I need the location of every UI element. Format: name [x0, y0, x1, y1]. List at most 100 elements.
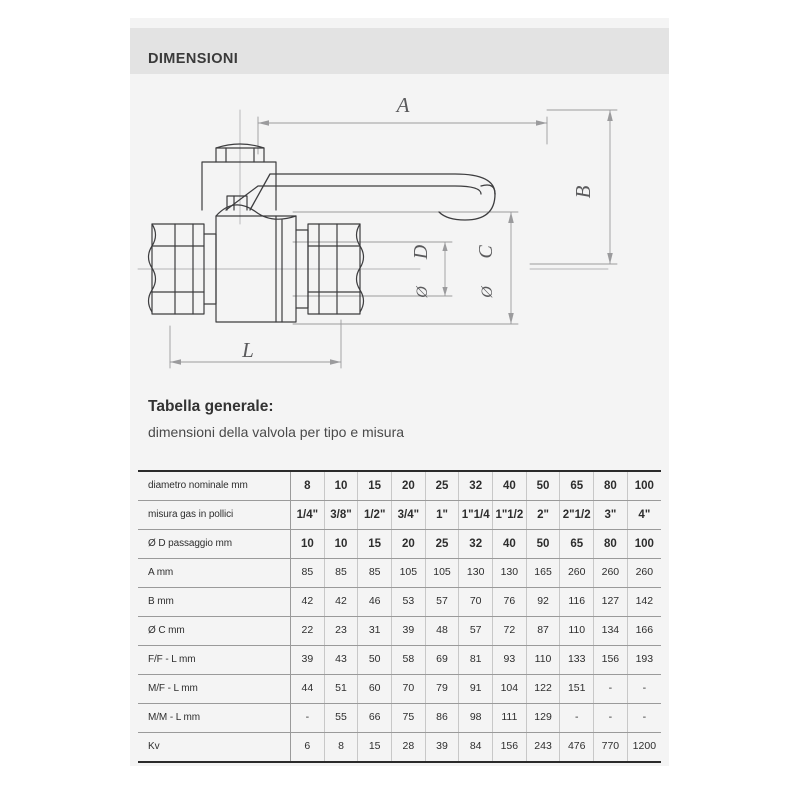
table-cell: 50 — [526, 470, 561, 501]
table-cell: 111 — [492, 703, 527, 733]
table-cell: 46 — [357, 587, 393, 617]
table-cell: - — [559, 703, 595, 733]
table-cell: 133 — [559, 645, 595, 675]
table-cell: 39 — [391, 616, 426, 646]
table-cell: 476 — [559, 732, 595, 763]
table-cell: 770 — [593, 732, 628, 763]
table-cell: 72 — [492, 616, 527, 646]
table-cell: 122 — [526, 674, 561, 704]
table-cell: 85 — [324, 558, 359, 588]
table-cell: 1"1/4 — [458, 500, 494, 530]
table-cell: 43 — [324, 645, 359, 675]
table-cell: 10 — [324, 470, 359, 501]
table-cell: 39 — [290, 645, 325, 675]
dimension-b-arrow-top — [607, 110, 613, 121]
dimension-label-b: B — [571, 185, 595, 198]
table-cell: 8 — [290, 470, 325, 501]
table-cell: 8 — [324, 732, 359, 763]
table-cell: 65 — [559, 529, 595, 559]
table-cell: 25 — [425, 529, 460, 559]
table-cell: 116 — [559, 587, 595, 617]
table-cell: 55 — [324, 703, 359, 733]
table-cell: 165 — [526, 558, 561, 588]
table-cell: 58 — [391, 645, 426, 675]
table-cell: - — [593, 703, 628, 733]
table-cell: 260 — [593, 558, 628, 588]
table-cell: 42 — [324, 587, 359, 617]
table-cell: 66 — [357, 703, 393, 733]
row-label: diametro nominale mm — [138, 470, 291, 501]
table-cell: 104 — [492, 674, 527, 704]
diameter-symbol-c: Ø — [479, 285, 496, 299]
table-cell: 80 — [593, 529, 628, 559]
dimension-d-arrow-bottom — [442, 287, 448, 296]
dimension-a-arrow-right — [536, 120, 547, 126]
table-cell: 86 — [425, 703, 460, 733]
table-cell: 15 — [357, 529, 393, 559]
table-cell: - — [627, 674, 661, 704]
table-cell: 166 — [627, 616, 661, 646]
table-cell: 79 — [425, 674, 460, 704]
table-cell: 28 — [391, 732, 426, 763]
table-cell: 57 — [425, 587, 460, 617]
table-cell: 91 — [458, 674, 494, 704]
table-cell: - — [627, 703, 661, 733]
table-cell: 50 — [357, 645, 393, 675]
table-cell: 193 — [627, 645, 661, 675]
row-label: A mm — [138, 558, 291, 588]
table-cell: 22 — [290, 616, 325, 646]
dimension-label-c: C — [475, 245, 497, 259]
table-cell: 105 — [425, 558, 460, 588]
table-cell: 75 — [391, 703, 426, 733]
table-subheading: dimensioni della valvola per tipo e misu… — [148, 424, 405, 440]
table-cell: 1200 — [627, 732, 661, 763]
row-label: misura gas in pollici — [138, 500, 291, 530]
table-cell: 20 — [391, 529, 426, 559]
table-cell: 2" — [526, 500, 561, 530]
table-cell: 129 — [526, 703, 561, 733]
row-label: Ø D passaggio mm — [138, 529, 291, 559]
table-cell: 85 — [290, 558, 325, 588]
table-cell: 31 — [357, 616, 393, 646]
table-cell: 98 — [458, 703, 494, 733]
row-label: M/M - L mm — [138, 703, 291, 733]
table-cell: 70 — [458, 587, 494, 617]
section-header-band: DIMENSIONI — [130, 28, 669, 74]
table-heading: Tabella generale: — [148, 398, 274, 415]
table-cell: 156 — [492, 732, 527, 763]
table-cell: 130 — [492, 558, 527, 588]
table-cell: 25 — [425, 470, 460, 501]
dimension-label-l: L — [241, 338, 254, 362]
table-cell: - — [290, 703, 325, 733]
table-cell: 243 — [526, 732, 561, 763]
table-cell: 105 — [391, 558, 426, 588]
dimension-a-line — [257, 116, 548, 155]
table-cell: 32 — [458, 529, 494, 559]
table-cell: 48 — [425, 616, 460, 646]
table-cell: 92 — [526, 587, 561, 617]
table-cell: 87 — [526, 616, 561, 646]
table-cell: 142 — [627, 587, 661, 617]
dimension-l-line — [169, 319, 342, 369]
table-cell: 93 — [492, 645, 527, 675]
table-cell: 50 — [526, 529, 561, 559]
dimension-c-arrow-top — [508, 212, 514, 223]
table-cell: 80 — [593, 470, 628, 501]
table-cell: 15 — [357, 732, 393, 763]
ball-valve-technical-drawing: A B C Ø D Ø L — [137, 93, 618, 369]
dimension-label-d: D — [410, 244, 432, 260]
table-cell: 40 — [492, 529, 527, 559]
table-cell: 3/8" — [324, 500, 359, 530]
table-cell: 85 — [357, 558, 393, 588]
table-cell: 1/4" — [290, 500, 325, 530]
table-cell: 10 — [324, 529, 359, 559]
table-cell: 260 — [559, 558, 595, 588]
table-cell: 10 — [290, 529, 325, 559]
row-label: Ø C mm — [138, 616, 291, 646]
